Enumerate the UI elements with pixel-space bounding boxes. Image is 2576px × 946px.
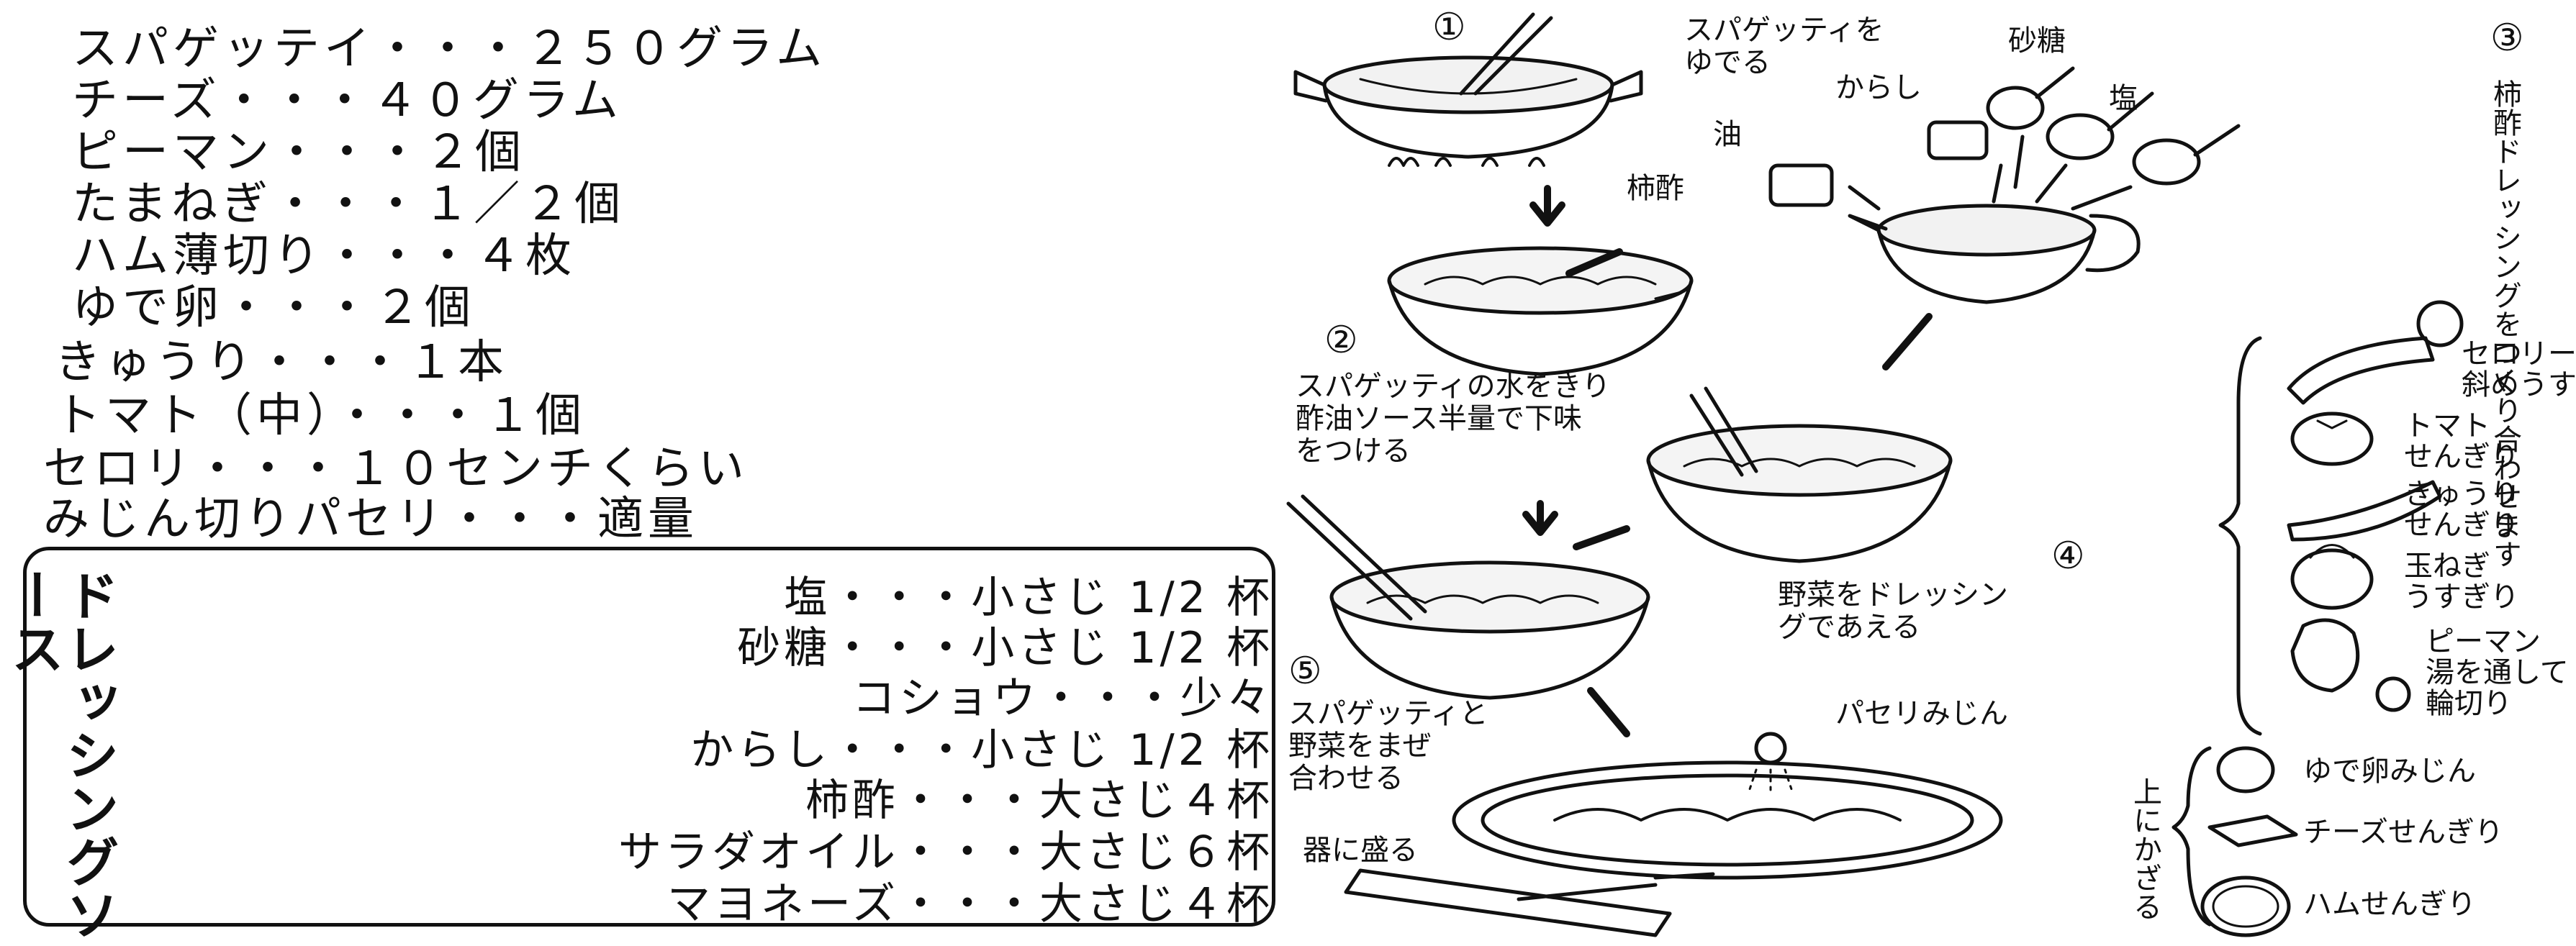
plate-illustration bbox=[1344, 732, 2003, 937]
dressing-box bbox=[23, 547, 1275, 927]
dressing-item: 塩・・・小さじ 1/2 杯 bbox=[784, 573, 1273, 623]
step-text: ゆでる bbox=[1684, 46, 1771, 79]
arrow-icon bbox=[1587, 687, 1630, 737]
ingredient-item: チーズ・・・４０グラム bbox=[72, 74, 623, 127]
step-text: スパゲッティを bbox=[1684, 14, 1884, 47]
ingredient-item: ハム薄切り・・・４枚 bbox=[72, 229, 576, 283]
topping-brace bbox=[2171, 746, 2212, 927]
mustard-label: からし bbox=[1835, 71, 1922, 104]
dressing-item: マヨネーズ・・・大さじ４杯 bbox=[667, 879, 1273, 929]
dressing-item: サラダオイル・・・大さじ６杯 bbox=[618, 827, 1273, 878]
step-text: 野菜をまぜ bbox=[1288, 729, 1432, 763]
step-text: スパゲッティと bbox=[1288, 697, 1488, 730]
egg-label: ゆで卵みじん bbox=[2303, 755, 2476, 788]
cucumber-label: きゅうり bbox=[2404, 478, 2519, 511]
sugar-label: 砂糖 bbox=[2008, 24, 2066, 58]
cheese-illustration bbox=[2207, 814, 2298, 847]
ingredient-item: みじん切りパセリ・・・適量 bbox=[43, 493, 698, 546]
step-text: スパゲッティの水をきり bbox=[1296, 370, 1611, 403]
celery-illustration bbox=[2287, 300, 2464, 405]
dressing-item: 砂糖・・・小さじ 1/2 杯 bbox=[737, 623, 1273, 673]
dressing-title: ドレッシングソース bbox=[1, 568, 119, 941]
onion-illustration bbox=[2290, 544, 2374, 610]
cucumber-label: せんぎり bbox=[2404, 509, 2519, 542]
arrow-icon bbox=[1529, 185, 1565, 227]
cheese-label: チーズせんぎり bbox=[2303, 816, 2503, 849]
step-number: ② bbox=[1324, 319, 1358, 362]
top-label: 上にかざる bbox=[2128, 777, 2161, 921]
serve-label: 器に盛る bbox=[1303, 834, 1418, 867]
step-text: 合わせる bbox=[1288, 762, 1404, 795]
step-number: ③ bbox=[2490, 17, 2524, 60]
parsley-label: パセリみじん bbox=[1835, 697, 2008, 730]
bowl-illustration bbox=[1387, 246, 1694, 376]
step-text: をつける bbox=[1296, 435, 1411, 468]
recipe-illustration: ① スパゲッティを ゆでる ② スパゲッティの水をきり 酢油ソース半量で下味 を… bbox=[1286, 6, 2576, 937]
step-text: 酢油ソース半量で下味 bbox=[1296, 402, 1582, 435]
step-number: ① bbox=[1432, 6, 1466, 49]
step-text: 柿酢ドレッシングをつくり合わせます bbox=[2488, 79, 2521, 568]
step-text: 野菜をドレッシン bbox=[1778, 578, 2008, 611]
salt-label: 塩 bbox=[2109, 82, 2138, 115]
veggie-brace bbox=[2218, 336, 2262, 736]
celery-label: セロリー bbox=[2462, 337, 2576, 370]
ingredient-item: スパゲッテイ・・・２５０グラム bbox=[72, 22, 827, 76]
mixing-bowl-illustration bbox=[1286, 494, 1650, 700]
pot-illustration bbox=[1293, 12, 1643, 167]
ingredient-item: ゆで卵・・・２個 bbox=[72, 281, 475, 335]
ham-illustration bbox=[2200, 875, 2291, 937]
tomato-label: せんぎり bbox=[2404, 440, 2519, 473]
dressing-item: コショウ・・・少々 bbox=[852, 673, 1273, 724]
dressing-item: 柿酢・・・大さじ４杯 bbox=[805, 776, 1273, 826]
ingredient-item: ピーマン・・・２個 bbox=[72, 126, 525, 179]
ham-label: ハムせんぎり bbox=[2303, 888, 2476, 921]
arrow-icon bbox=[1565, 248, 1623, 277]
step-number: ⑤ bbox=[1288, 650, 1322, 693]
tomato-illustration bbox=[2290, 411, 2374, 466]
vinegar-label: 柿酢 bbox=[1627, 172, 1684, 205]
cucumber-illustration bbox=[2287, 480, 2442, 542]
arrow-icon bbox=[1522, 500, 1558, 536]
step-text: グであえる bbox=[1778, 611, 1920, 644]
ingredient-item: たまねぎ・・・１／２個 bbox=[72, 178, 625, 231]
onion-label: うすぎり bbox=[2404, 581, 2519, 614]
dressing-item: からし・・・小さじ 1/2 杯 bbox=[690, 725, 1273, 776]
onion-label: 玉ねぎ bbox=[2404, 550, 2490, 583]
arrow-icon bbox=[1573, 525, 1630, 550]
egg-illustration bbox=[2216, 746, 2275, 793]
pepper-illustration bbox=[2290, 618, 2411, 712]
arrow-icon bbox=[1882, 313, 1933, 370]
oil-label: 油 bbox=[1713, 118, 1742, 151]
dressing-bowl-illustration bbox=[1768, 66, 2241, 304]
ingredient-item: セロリ・・・１０センチくらい bbox=[43, 442, 749, 496]
tomato-label: トマト bbox=[2404, 409, 2490, 442]
ingredient-item: トマト（中）・・・１個 bbox=[55, 389, 586, 442]
pepper-label: ピーマン bbox=[2426, 625, 2541, 658]
pepper-label: 輪切り bbox=[2426, 687, 2512, 720]
step-number: ④ bbox=[2051, 535, 2085, 578]
ingredient-item: きゅうり・・・１本 bbox=[55, 336, 508, 389]
pepper-label: 湯を通して bbox=[2426, 656, 2569, 689]
celery-label: 斜めうすぎり bbox=[2462, 368, 2576, 401]
veggie-bowl-illustration bbox=[1646, 386, 1953, 563]
